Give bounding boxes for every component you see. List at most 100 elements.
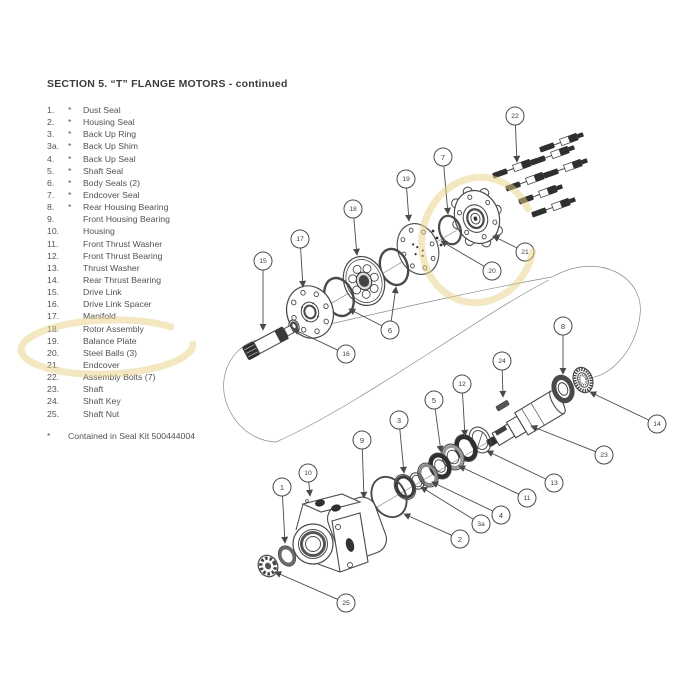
part-number: 8. (47, 202, 55, 213)
seal-kit-star (68, 408, 83, 420)
seal-kit-star: * (68, 165, 72, 176)
part-name: Housing (83, 226, 115, 237)
part-number: 4. (47, 153, 55, 164)
callout-number-11: 11 (523, 495, 530, 502)
parts-list-item: 5.*Shaft Seal (47, 165, 170, 177)
part-drive-link-spacer (288, 319, 300, 333)
part-name: Assembly Bolts (7) (83, 372, 156, 383)
callout-leader-1 (281, 495, 289, 544)
part-name: Body Seals (2) (83, 177, 140, 188)
part-number: 7. (47, 189, 55, 200)
seal-kit-star (68, 262, 83, 274)
parts-list-item: 18. Rotor Assembly (47, 323, 170, 335)
part-endcover-seal (437, 214, 463, 246)
part-number: 24. (47, 396, 60, 407)
callout-number-10: 10 (304, 470, 312, 477)
callout-circle-15 (253, 251, 273, 271)
callout-circle-7 (433, 147, 453, 167)
parts-list-item: 13.Thrust Washer (47, 262, 170, 274)
parts-list-item: 10.Housing (47, 225, 170, 237)
callout-leader-14 (589, 391, 650, 421)
callout-number-12: 12 (458, 381, 466, 388)
callout-number-23: 23 (600, 452, 608, 459)
callout-circle-22 (505, 106, 525, 126)
callout-number-21: 21 (521, 249, 529, 256)
part-number: 11. (47, 238, 59, 249)
callout-number-7: 7 (441, 153, 445, 162)
callout-circle-3 (389, 410, 409, 430)
callout-number-3a: 3a (477, 521, 485, 528)
seal-kit-star: * (68, 153, 72, 164)
part-name: Front Housing Bearing (83, 214, 170, 225)
callout-circle-21 (515, 242, 535, 262)
callout-circle-25 (336, 593, 356, 613)
parts-list-item: 21.Endcover (47, 359, 170, 371)
seal-kit-star (68, 274, 83, 286)
parts-list-item: 3a.*Back Up Shim (47, 140, 170, 152)
callout-circle-5 (424, 390, 444, 410)
parts-list-item: 20.Steel Balls (3) (47, 347, 170, 359)
callout-number-19: 19 (402, 176, 410, 183)
part-name: Rear Housing Bearing (83, 202, 169, 213)
seal-kit-star (68, 323, 83, 335)
callout-leader-2 (403, 513, 452, 536)
part-shaft-key (495, 400, 510, 412)
seal-kit-star (68, 359, 83, 371)
parts-list-item: 6.*Body Seals (2) (47, 177, 170, 189)
part-number: 18. (47, 323, 60, 334)
assembly-flow-loop (223, 266, 641, 443)
part-number: 21. (47, 359, 60, 370)
seal-kit-footnote: * Contained in Seal Kit 500444004 (47, 431, 195, 441)
footnote-text: Contained in Seal Kit 500444004 (68, 431, 196, 441)
part-body-seal-front (323, 276, 355, 318)
part-back-up-seal (417, 462, 439, 488)
part-front-thrust-washer (441, 443, 465, 471)
callout-leader-11 (458, 465, 520, 495)
callout-leader-4 (431, 481, 494, 512)
callout-circle-13 (544, 473, 564, 493)
part-number: 6. (47, 177, 55, 188)
seal-kit-star: * (68, 129, 72, 140)
part-number: 3a. (47, 141, 60, 152)
callout-layer: 1233a45678910111213141516171819202122232… (253, 106, 667, 613)
callout-circle-23 (594, 445, 614, 465)
callout-circle-9 (352, 430, 372, 450)
footnote-asterisk: * (47, 431, 51, 441)
part-name: Rotor Assembly (83, 323, 144, 334)
part-back-up-shim (409, 472, 425, 490)
callout-leader-21 (492, 235, 518, 249)
part-name: Thrust Washer (83, 262, 140, 273)
callout-number-18: 18 (349, 206, 357, 213)
callout-number-4: 4 (499, 511, 503, 520)
part-number: 25. (47, 408, 60, 419)
parts-list-item: 11.Front Thrust Washer (47, 238, 170, 250)
callout-circle-3a (471, 514, 491, 534)
callout-leader-20 (440, 240, 485, 267)
part-dust-seal (277, 545, 297, 567)
parts-list-item: 2.*Housing Seal (47, 116, 170, 128)
part-number: 9. (47, 214, 55, 225)
callout-number-16: 16 (342, 351, 350, 358)
part-number: 17. (47, 311, 60, 322)
part-number: 5. (47, 165, 55, 176)
part-name: Back Up Shim (83, 141, 139, 152)
callout-number-2: 2 (458, 535, 462, 544)
callout-number-9: 9 (360, 436, 364, 445)
callout-leader-9 (360, 448, 368, 499)
page-title: SECTION 5. “T” FLANGE MOTORS - continued (47, 78, 288, 90)
part-assembly-bolts (491, 130, 590, 220)
callout-leader-19 (405, 187, 413, 222)
part-number: 15. (47, 287, 60, 298)
callout-circle-10 (298, 463, 318, 483)
callout-number-20: 20 (488, 268, 496, 275)
part-shaft-nut (257, 554, 279, 578)
part-number: 3. (47, 129, 55, 140)
callout-leader-5 (434, 408, 444, 453)
callout-number-25: 25 (342, 600, 350, 607)
part-number: 14. (47, 274, 60, 285)
parts-list-item: 16.Drive Link Spacer (47, 298, 170, 310)
part-number: 16. (47, 299, 60, 310)
parts-list-item: 9. Front Housing Bearing (47, 213, 170, 225)
